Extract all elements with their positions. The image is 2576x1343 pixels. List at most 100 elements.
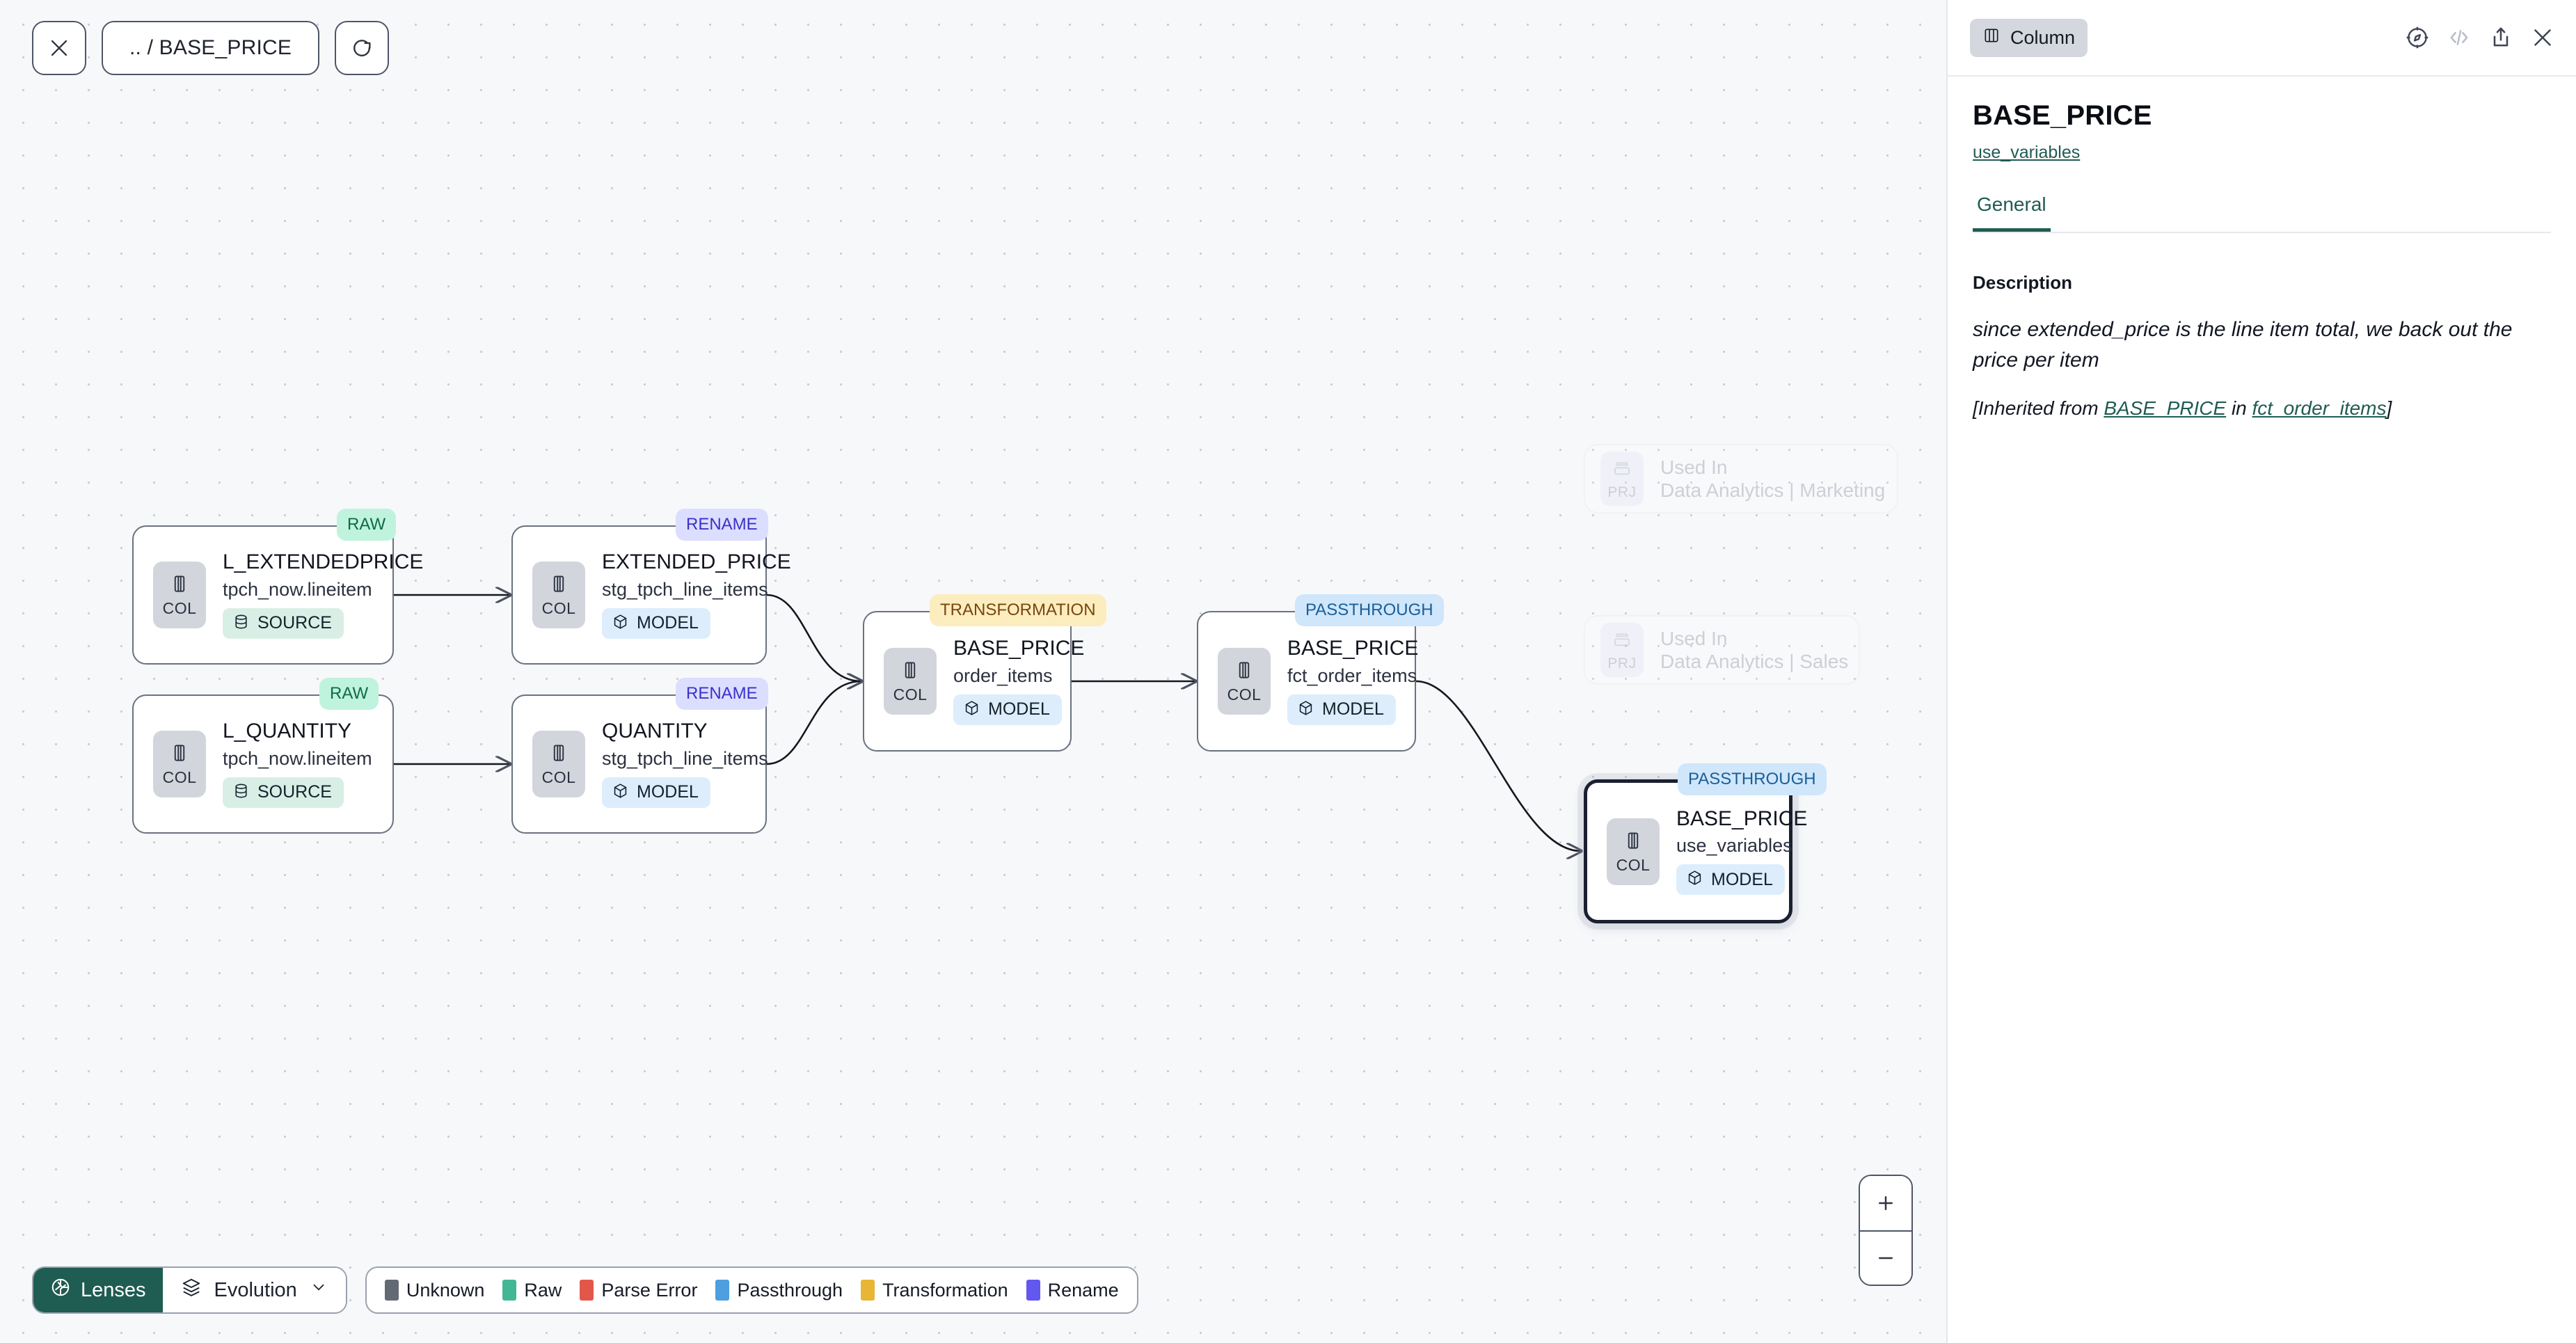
node-title: BASE_PRICE [1676, 806, 1808, 830]
legend-label: Parse Error [601, 1279, 698, 1301]
node-asset-tag-label: MODEL [637, 782, 699, 802]
node-kind-label: COL [1227, 685, 1262, 704]
node-asset-tag: MODEL [602, 777, 710, 808]
node-asset-tag-label: MODEL [1322, 699, 1384, 720]
entity-type-pill[interactable]: Column [1970, 18, 2088, 57]
node-badge-quantity: RENAME [676, 678, 768, 710]
legend-item-transformation[interactable]: Transformation [861, 1280, 1008, 1301]
tab-general[interactable]: General [1973, 193, 2051, 232]
node-title: L_EXTENDEDPRICE [223, 550, 424, 574]
node-asset-tag: MODEL [953, 694, 1062, 725]
cube-icon [612, 613, 629, 634]
node-asset-tag-label: MODEL [637, 613, 699, 633]
node-kind-label: COL [1616, 855, 1651, 874]
column-icon [900, 660, 921, 684]
ghost-node-title: Used In [1660, 627, 1728, 649]
node-kind-chip: COL [532, 562, 585, 628]
refresh-button[interactable] [335, 21, 390, 75]
canvas-bottom-toolbar: Lenses Evolution Unknown Raw Parse Error Pa… [32, 1266, 1138, 1314]
database-icon [232, 613, 250, 634]
legend-item-unknown[interactable]: Unknown [384, 1279, 485, 1301]
legend-item-passthrough[interactable]: Passthrough [715, 1280, 843, 1301]
ghost-node-subtitle: Data Analytics | Marketing [1660, 479, 1886, 501]
node-kind-chip: PRJ [1600, 452, 1644, 506]
details-tabs: General [1973, 193, 2551, 233]
project-icon [1612, 458, 1632, 482]
lineage-legend: Unknown Raw Parse Error Passthrough Transfor… [365, 1266, 1138, 1314]
database-icon [232, 782, 250, 803]
evolution-label: Evolution [214, 1278, 297, 1301]
node-kind-chip: COL [153, 562, 206, 628]
node-asset-tag: MODEL [1287, 694, 1396, 725]
parent-model-link[interactable]: use_variables [1973, 143, 2081, 162]
legend-label: Passthrough [737, 1279, 843, 1301]
zoom-out-button[interactable] [1860, 1230, 1911, 1285]
node-kind-chip: COL [153, 731, 206, 797]
details-panel-header: Column [1948, 0, 2576, 77]
description-label: Description [1973, 272, 2073, 293]
lenses-button[interactable]: Lenses [33, 1268, 163, 1312]
share-icon[interactable] [2488, 25, 2513, 50]
node-badge-extended_price: RENAME [676, 509, 768, 541]
description-text: since extended_price is the line item to… [1973, 318, 2513, 372]
node-badge-l_extendedprice: RAW [337, 509, 397, 541]
project-icon [1612, 629, 1632, 653]
inherited-model-link[interactable]: fct_order_items [2252, 397, 2387, 419]
inherited-mid: in [2226, 397, 2252, 419]
node-subtitle: order_items [953, 665, 1053, 686]
code-icon[interactable] [2447, 25, 2472, 50]
close-lineage-button[interactable] [32, 21, 86, 75]
details-panel: Column BASE_PRICE use_variables [1946, 0, 2576, 1343]
legend-label: Unknown [406, 1279, 485, 1301]
column-icon [548, 573, 569, 598]
node-subtitle: tpch_now.lineitem [223, 578, 372, 600]
legend-item-parse-error[interactable]: Parse Error [580, 1280, 697, 1301]
legend-item-raw[interactable]: Raw [502, 1280, 562, 1301]
zoom-in-button[interactable] [1860, 1176, 1911, 1230]
node-asset-tag-label: MODEL [988, 699, 1050, 720]
legend-swatch [861, 1280, 875, 1301]
inherited-column-link[interactable]: BASE_PRICE [2104, 397, 2227, 419]
entity-type-label: Column [2010, 26, 2076, 48]
node-asset-tag-label: SOURCE [257, 613, 332, 633]
legend-swatch [580, 1280, 594, 1301]
node-title: L_QUANTITY [223, 720, 352, 743]
column-icon [1234, 660, 1255, 684]
close-icon[interactable] [2530, 25, 2555, 50]
breadcrumb-button[interactable]: .. / BASE_PRICE [102, 21, 320, 75]
node-asset-tag: SOURCE [223, 777, 344, 808]
canvas-top-toolbar: .. / BASE_PRICE [32, 21, 390, 75]
node-subtitle: stg_tpch_line_items [602, 747, 768, 769]
column-icon [169, 742, 190, 767]
legend-item-rename[interactable]: Rename [1026, 1280, 1119, 1301]
refresh-icon [350, 36, 374, 60]
node-asset-tag: MODEL [1676, 864, 1785, 896]
compass-icon[interactable] [2405, 25, 2430, 50]
node-kind-chip: COL [1607, 818, 1660, 885]
breadcrumb-label: .. / BASE_PRICE [129, 36, 292, 59]
chevron-down-icon [310, 1278, 328, 1302]
cube-icon [963, 699, 980, 720]
node-kind-label: PRJ [1607, 655, 1637, 672]
node-subtitle: fct_order_items [1287, 665, 1417, 686]
layers-icon [181, 1277, 202, 1303]
cube-icon [612, 782, 629, 803]
node-kind-chip: COL [884, 648, 937, 715]
legend-label: Raw [524, 1279, 562, 1301]
evolution-select[interactable]: Evolution [162, 1268, 346, 1312]
